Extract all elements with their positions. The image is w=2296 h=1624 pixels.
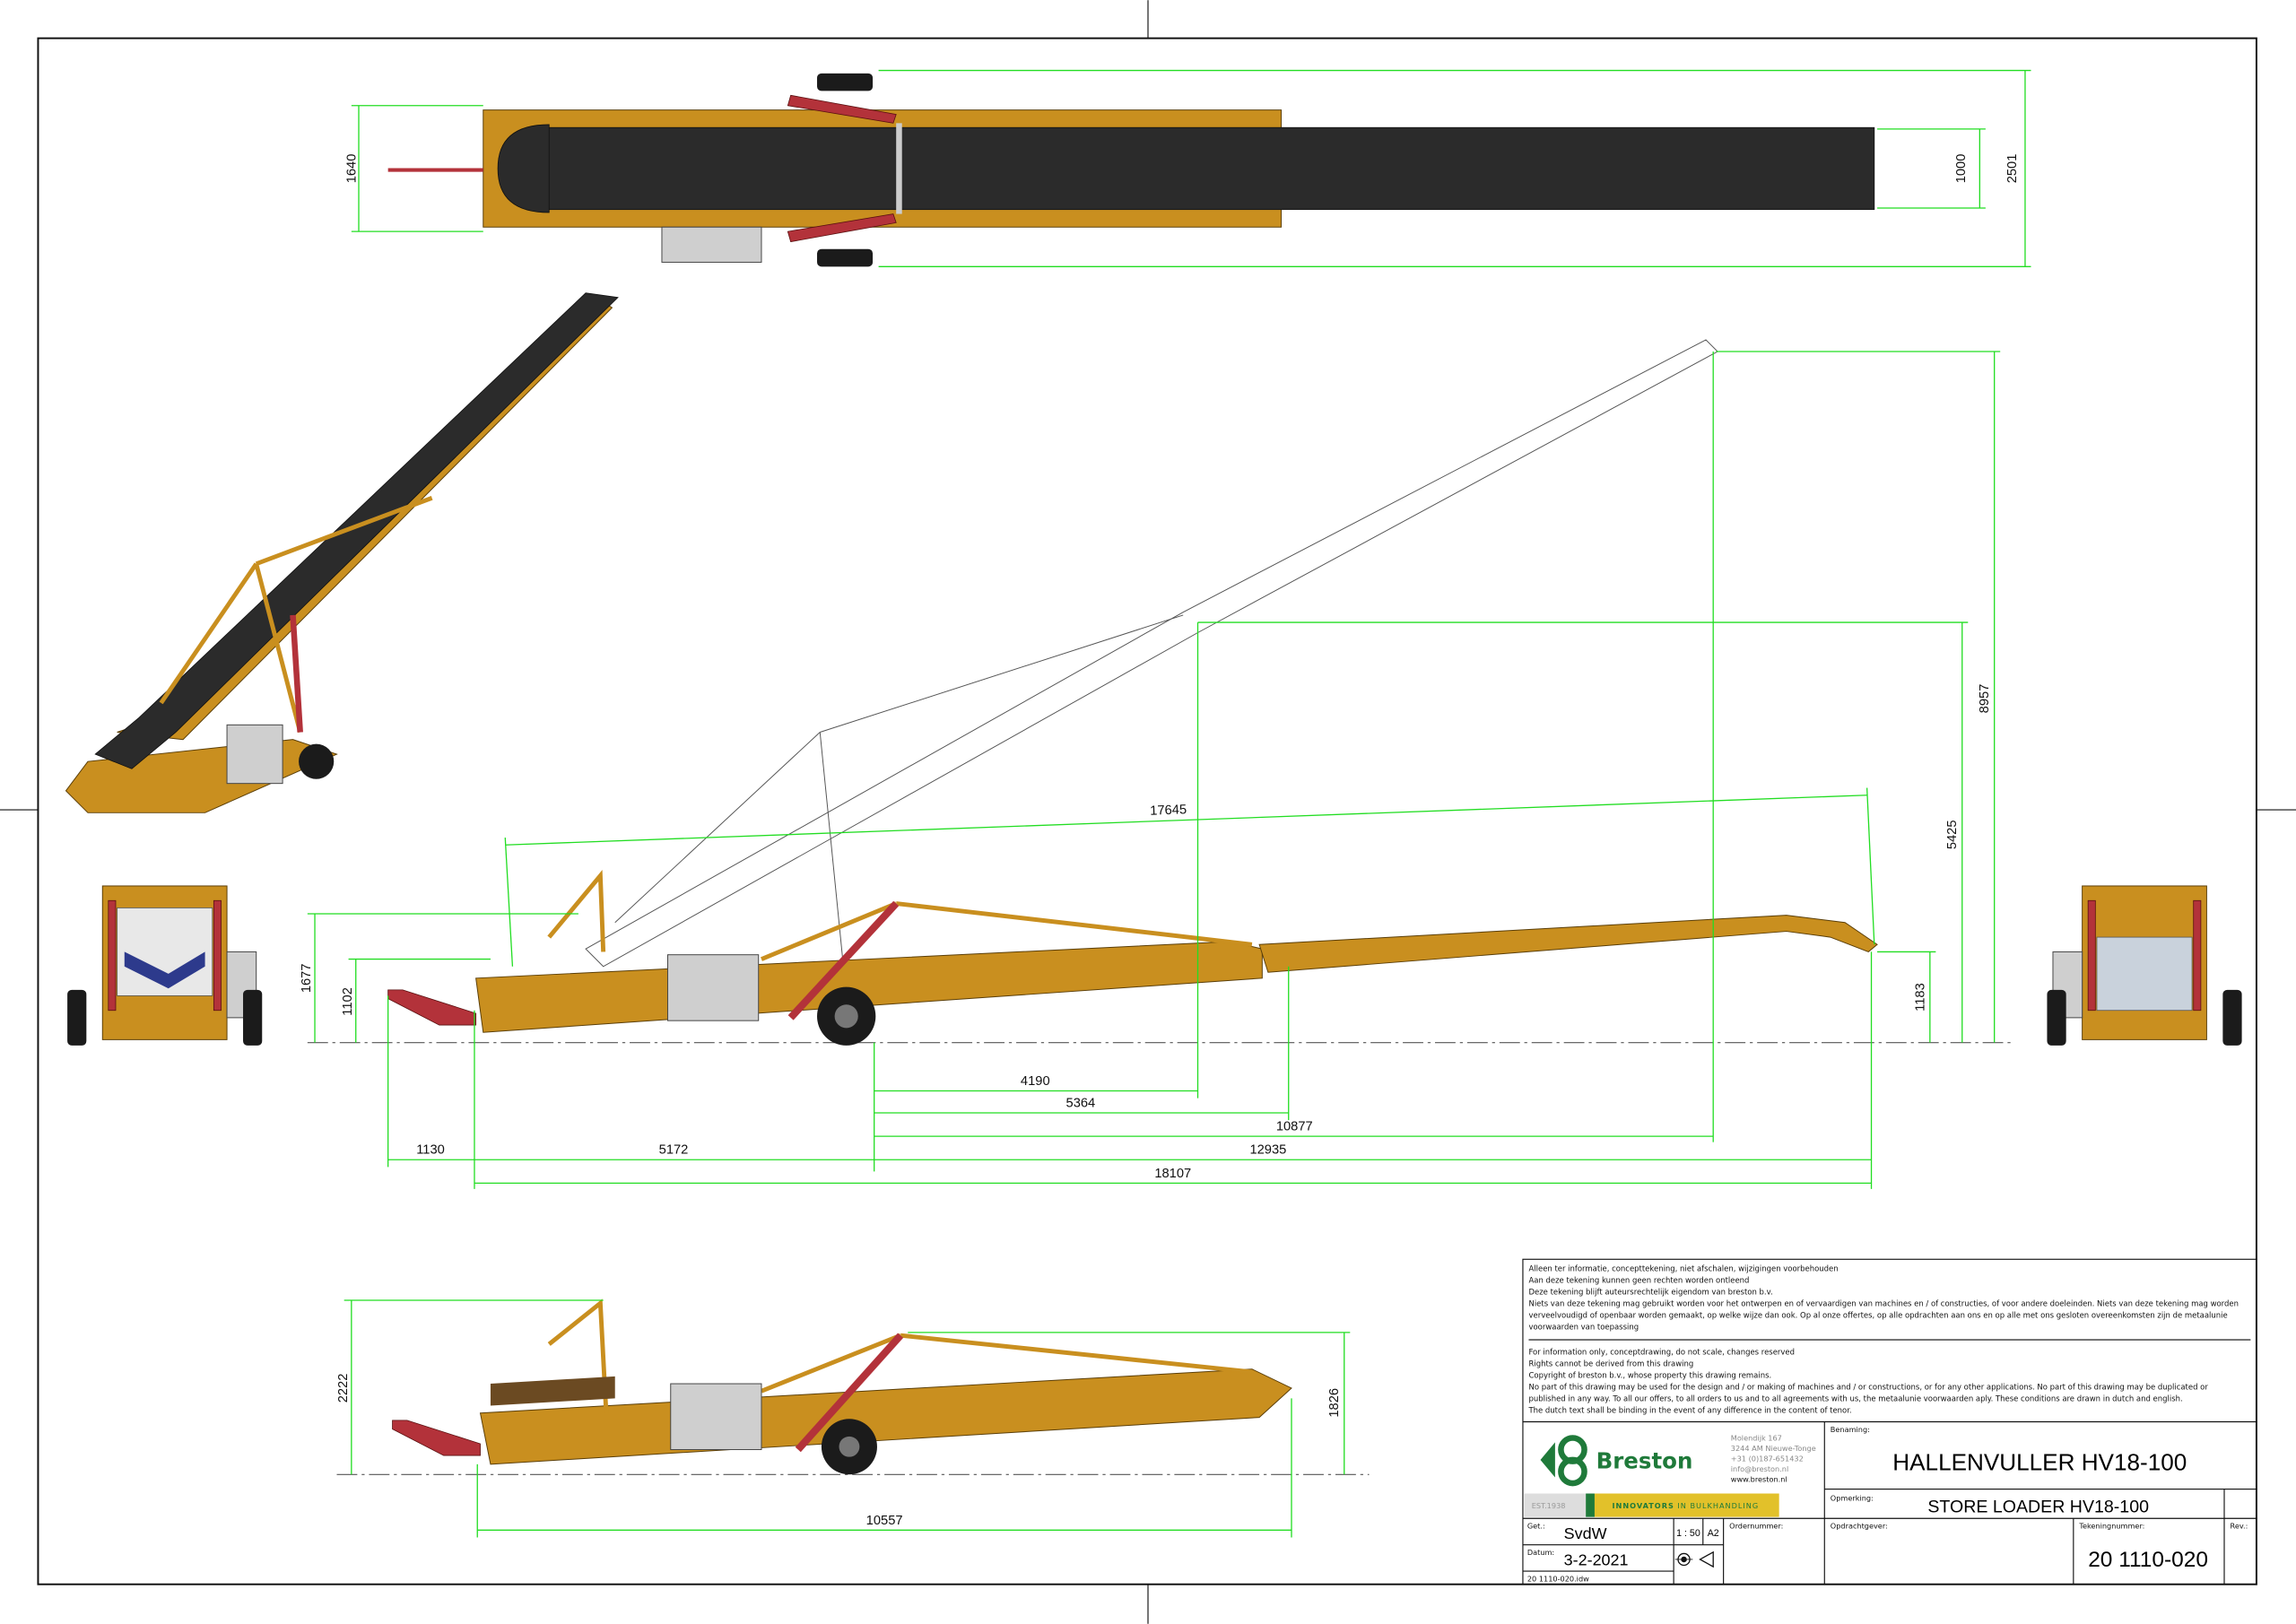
top-view (387, 73, 1875, 267)
top-belt (541, 126, 1875, 211)
svg-text:Benaming:: Benaming: (1831, 1425, 1870, 1434)
dim-12935: 12935 (1249, 1143, 1286, 1158)
svg-text:Opmerking:: Opmerking: (1831, 1494, 1874, 1503)
top-view-dimensions: 1640 1000 2501 (345, 69, 2031, 267)
side-drawbar (387, 989, 477, 1026)
side-view-dimensions: 1677 1102 1183 5425 8957 17645 4190 5364… (300, 351, 2001, 1189)
dim-18107: 18107 (1154, 1167, 1191, 1181)
svg-text:Alleen ter informatie, concept: Alleen ter informatie, concepttekening, … (1528, 1264, 1838, 1272)
top-control-box (661, 226, 762, 263)
transport-view (336, 1298, 1370, 1475)
dim-10557: 10557 (866, 1514, 903, 1528)
title-block: Alleen ter informatie, concepttekening, … (1522, 1258, 2257, 1585)
svg-text:Ordernummer:: Ordernummer: (1729, 1522, 1783, 1531)
svg-text:No part of this drawing may be: No part of this drawing may be used for … (1528, 1383, 2208, 1392)
front-view (67, 885, 263, 1046)
svg-text:voorwaarden van toepassing: voorwaarden van toepassing (1528, 1323, 1639, 1332)
top-wheel-1 (817, 73, 874, 91)
dim-1000: 1000 (1954, 154, 1969, 184)
svg-text:Opdrachtgever:: Opdrachtgever: (1831, 1522, 1888, 1531)
side-cylinder (787, 900, 900, 1020)
svg-text:Deze tekening blijft auteursre: Deze tekening blijft auteursrechtelijk e… (1528, 1287, 1772, 1296)
iso-control-box (226, 724, 283, 785)
raised-boom-outline (585, 339, 1718, 968)
drawing-number: 20 1110-020 (2088, 1548, 2208, 1572)
dim-1640: 1640 (345, 154, 360, 184)
svg-text:published in any way. To all o: published in any way. To all our offers,… (1528, 1394, 2182, 1403)
dim-8957: 8957 (1978, 684, 1992, 714)
dim-1183: 1183 (1913, 983, 1927, 1012)
drawing-remark: STORE LOADER HV18-100 (1927, 1498, 2149, 1517)
sheet-border (37, 37, 2257, 1585)
dim-2501: 2501 (2005, 154, 2020, 184)
side-boom (1258, 915, 1878, 973)
top-wheel-2 (817, 248, 874, 267)
svg-text:Get.:: Get.: (1527, 1522, 1545, 1531)
svg-text:Molendijk 167: Molendijk 167 (1731, 1434, 1782, 1443)
side-view (307, 339, 2013, 1046)
dim-5172: 5172 (659, 1143, 689, 1158)
svg-text:www.breston.nl: www.breston.nl (1731, 1474, 1787, 1483)
breston-logo: Breston (1540, 1435, 1693, 1487)
company-name: Breston (1596, 1448, 1693, 1474)
side-control-box (667, 954, 760, 1021)
dim-5425: 5425 (1945, 820, 1960, 849)
top-band (896, 123, 902, 214)
top-cylinder-1 (787, 94, 897, 124)
paper-format: A2 (1708, 1528, 1719, 1539)
tagline: INNOVATORS IN BULKHANDLING (1613, 1501, 1760, 1510)
svg-text:+31 (0)187-651432: +31 (0)187-651432 (1731, 1455, 1804, 1463)
est-label: EST.1938 (1532, 1501, 1566, 1510)
svg-text:Niets van deze tekening mag ge: Niets van deze tekening mag gebruikt wor… (1528, 1299, 2238, 1308)
dim-1826: 1826 (1327, 1388, 1342, 1418)
svg-text:info@breston.nl: info@breston.nl (1731, 1464, 1788, 1473)
iso-belt (94, 292, 619, 769)
dim-4190: 4190 (1021, 1074, 1050, 1089)
iso-view (65, 292, 619, 813)
projection-symbol-icon (1674, 1550, 1714, 1568)
file-name: 20 1110-020.idw (1527, 1574, 1589, 1583)
drawing-date: 3-2-2021 (1564, 1550, 1629, 1568)
svg-text:Datum:: Datum: (1527, 1548, 1554, 1557)
svg-text:Rights cannot be derived from: Rights cannot be derived from this drawi… (1528, 1359, 1693, 1368)
scale: 1 : 50 (1676, 1528, 1700, 1539)
svg-text:3244 AM Nieuwe-Tonge: 3244 AM Nieuwe-Tonge (1731, 1444, 1816, 1453)
svg-text:verveelvoudigd of openbaar wor: verveelvoudigd of openbaar worden gemaak… (1528, 1311, 2227, 1320)
company-address: Molendijk 167 3244 AM Nieuwe-Tonge +31 (… (1731, 1434, 1816, 1484)
svg-text:For information only, conceptd: For information only, conceptdrawing, do… (1528, 1347, 1795, 1356)
dim-1130: 1130 (416, 1143, 445, 1158)
svg-text:Copyright of breston b.v., who: Copyright of breston b.v., whose propert… (1528, 1371, 1771, 1380)
dim-1677: 1677 (300, 963, 314, 993)
iso-cylinder (290, 614, 303, 733)
disclaimer-dutch: Alleen ter informatie, concepttekening, … (1528, 1264, 2238, 1331)
top-cylinder-2 (787, 213, 897, 243)
drawn-by: SvdW (1564, 1524, 1607, 1542)
drawing-title: HALLENVULLER HV18-100 (1892, 1448, 2187, 1475)
svg-text:Rev.:: Rev.: (2231, 1522, 2248, 1531)
top-hopper (497, 124, 550, 213)
transport-view-dimensions: 2222 1826 10557 (336, 1299, 1351, 1538)
disclaimer-english: For information only, conceptdrawing, do… (1527, 1347, 2208, 1414)
transport-control-box (670, 1383, 762, 1451)
svg-text:Tekeningnummer:: Tekeningnummer: (2078, 1522, 2144, 1531)
svg-text:Aan deze tekening kunnen geen: Aan deze tekening kunnen geen rechten wo… (1528, 1275, 1749, 1284)
iso-wheel (299, 743, 335, 779)
dim-10877: 10877 (1276, 1120, 1313, 1134)
dim-1102: 1102 (341, 987, 355, 1016)
svg-text:The dutch text shall be bindin: The dutch text shall be binding in the e… (1527, 1406, 1851, 1415)
dim-17645: 17645 (1150, 803, 1187, 818)
dim-5364: 5364 (1066, 1096, 1096, 1110)
rear-view (2047, 885, 2242, 1046)
dim-2222: 2222 (336, 1374, 351, 1403)
